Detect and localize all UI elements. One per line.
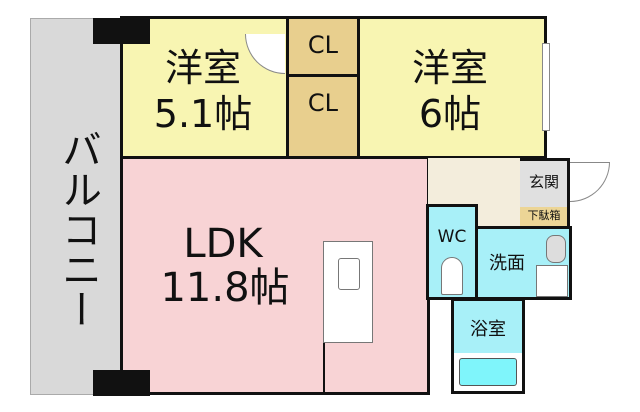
bathroom-label: 浴室 (470, 319, 506, 340)
ldk-label: LDK (183, 221, 263, 267)
bathtub-icon (454, 353, 522, 391)
ldk-size: 11.8帖 (160, 265, 290, 311)
closet-1-label: CL (307, 31, 339, 59)
closet-1: CL (286, 16, 360, 77)
shoe-box: 下駄箱 (520, 207, 570, 227)
western-room-1-size: 5.1帖 (153, 92, 253, 136)
pillar-top (93, 18, 150, 44)
western-room-1-label: 洋室 (164, 46, 241, 90)
shoe-box-label: 下駄箱 (527, 209, 561, 222)
western-room-1: 洋室 5.1帖 (120, 16, 289, 159)
balcony-label: バルコニー (55, 129, 101, 329)
ldk: LDK 11.8帖 (120, 156, 430, 395)
sink-icon (338, 258, 360, 290)
western-room-2-size: 6帖 (418, 92, 482, 136)
toilet-icon (441, 257, 463, 295)
pillar-bottom (93, 370, 150, 396)
closet-2-label: CL (307, 89, 339, 117)
washing-machine-space (536, 265, 568, 297)
wc: WC (426, 204, 478, 300)
closet-2: CL (286, 74, 360, 159)
kitchen-counter (323, 241, 373, 343)
western-room-2-label: 洋室 (411, 46, 488, 90)
bathroom: 浴室 (451, 298, 525, 394)
balcony: バルコニー (30, 18, 122, 395)
entry-door-swing (570, 162, 610, 202)
entrance: 玄関 (520, 158, 570, 208)
washroom: 洗面 (475, 226, 572, 300)
wc-label: WC (437, 227, 467, 247)
western-room-2: 洋室 6帖 (357, 16, 550, 159)
window (542, 43, 550, 131)
washroom-label: 洗面 (489, 253, 525, 274)
washbasin-icon (546, 235, 566, 263)
entrance-label: 玄関 (528, 173, 559, 191)
